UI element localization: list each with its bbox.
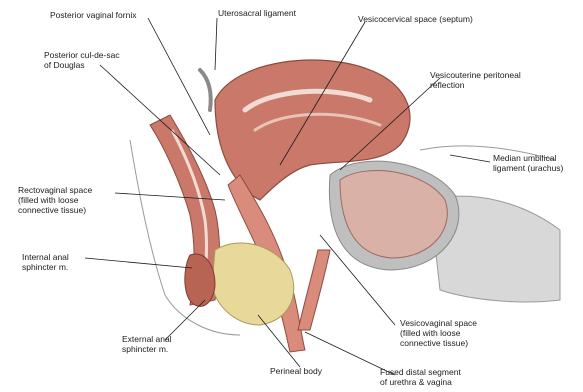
label-vesicovaginal-space: Vesicovaginal space (filled with loose c… xyxy=(400,318,477,348)
label-posterior-vaginal-fornix: Posterior vaginal fornix xyxy=(50,10,136,20)
label-rectouterine-pouch: Posterior cul-de-sac of Douglas xyxy=(44,50,120,70)
label-rectovaginal-space: Rectovaginal space (filled with loose co… xyxy=(18,185,92,215)
label-perineal-body: Perineal body xyxy=(270,366,322,376)
urethra xyxy=(298,250,330,330)
label-vesicouterine-reflection: Vesicouterine peritoneal reflection xyxy=(430,70,521,90)
peritoneum-fold xyxy=(200,70,211,110)
label-internal-anal-sphincter: Internal anal sphincter m. xyxy=(22,252,69,272)
label-vesicocervical-space: Vesicocervical space (septum) xyxy=(358,14,473,24)
label-external-anal-sphincter: External anal sphincter m. xyxy=(122,334,172,354)
label-median-umbilical-ligament: Median umbilical ligament (urachus) xyxy=(493,153,563,173)
label-uterosacral-ligament: Uterosacral ligament xyxy=(218,8,296,18)
label-fused-distal-segment: Fused distal segment of urethra & vagina xyxy=(380,367,461,387)
